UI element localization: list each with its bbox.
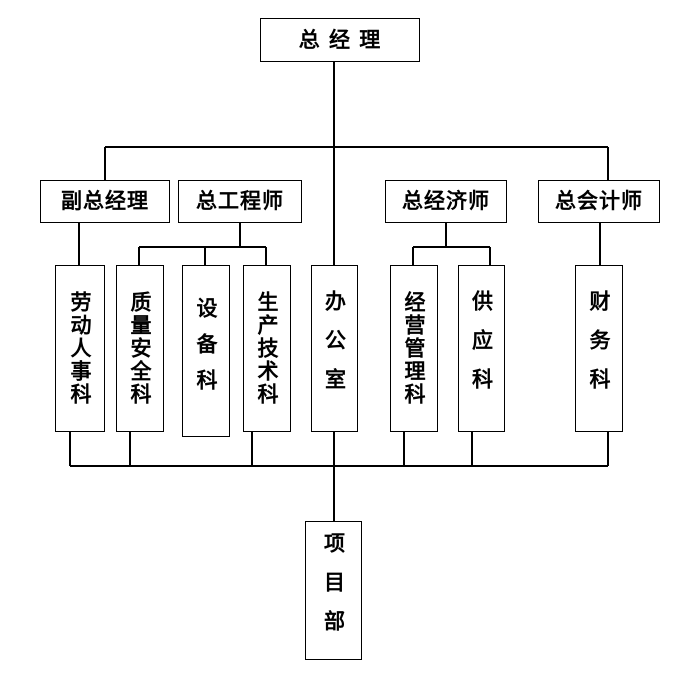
node-project-department[interactable]: 项目部	[305, 521, 362, 660]
node-general-manager[interactable]: 总 经 理	[260, 18, 420, 62]
node-label-supply-dept: 供应科	[469, 290, 494, 407]
node-equipment-dept[interactable]: 设备科	[182, 265, 230, 437]
node-label-equipment-dept: 设备科	[194, 297, 219, 405]
node-business-management-dept[interactable]: 经营管理科	[390, 265, 438, 432]
node-label-chief-engineer: 总工程师	[196, 189, 284, 214]
node-chief-accountant[interactable]: 总会计师	[538, 180, 660, 223]
node-office[interactable]: 办公室	[311, 265, 358, 432]
node-label-labor-personnel-dept: 劳动人事科	[68, 291, 93, 406]
node-chief-economist[interactable]: 总经济师	[385, 180, 507, 223]
node-label-business-management-dept: 经营管理科	[402, 291, 427, 406]
node-label-quality-safety-dept: 质量安全科	[128, 291, 153, 406]
node-label-production-technology-dept: 生产技术科	[255, 291, 280, 406]
node-labor-personnel-dept[interactable]: 劳动人事科	[55, 265, 105, 432]
node-label-project-department: 项目部	[321, 532, 346, 649]
node-label-finance-dept: 财务科	[587, 290, 612, 407]
node-deputy-general-manager[interactable]: 副总经理	[40, 180, 170, 223]
node-label-office: 办公室	[322, 290, 347, 407]
node-quality-safety-dept[interactable]: 质量安全科	[116, 265, 164, 432]
node-finance-dept[interactable]: 财务科	[575, 265, 623, 432]
node-label-general-manager: 总 经 理	[298, 27, 382, 52]
node-production-technology-dept[interactable]: 生产技术科	[243, 265, 291, 432]
node-label-deputy-general-manager: 副总经理	[61, 189, 149, 214]
node-chief-engineer[interactable]: 总工程师	[178, 180, 302, 223]
node-label-chief-accountant: 总会计师	[555, 189, 643, 214]
node-supply-dept[interactable]: 供应科	[458, 265, 505, 432]
node-label-chief-economist: 总经济师	[402, 189, 490, 214]
